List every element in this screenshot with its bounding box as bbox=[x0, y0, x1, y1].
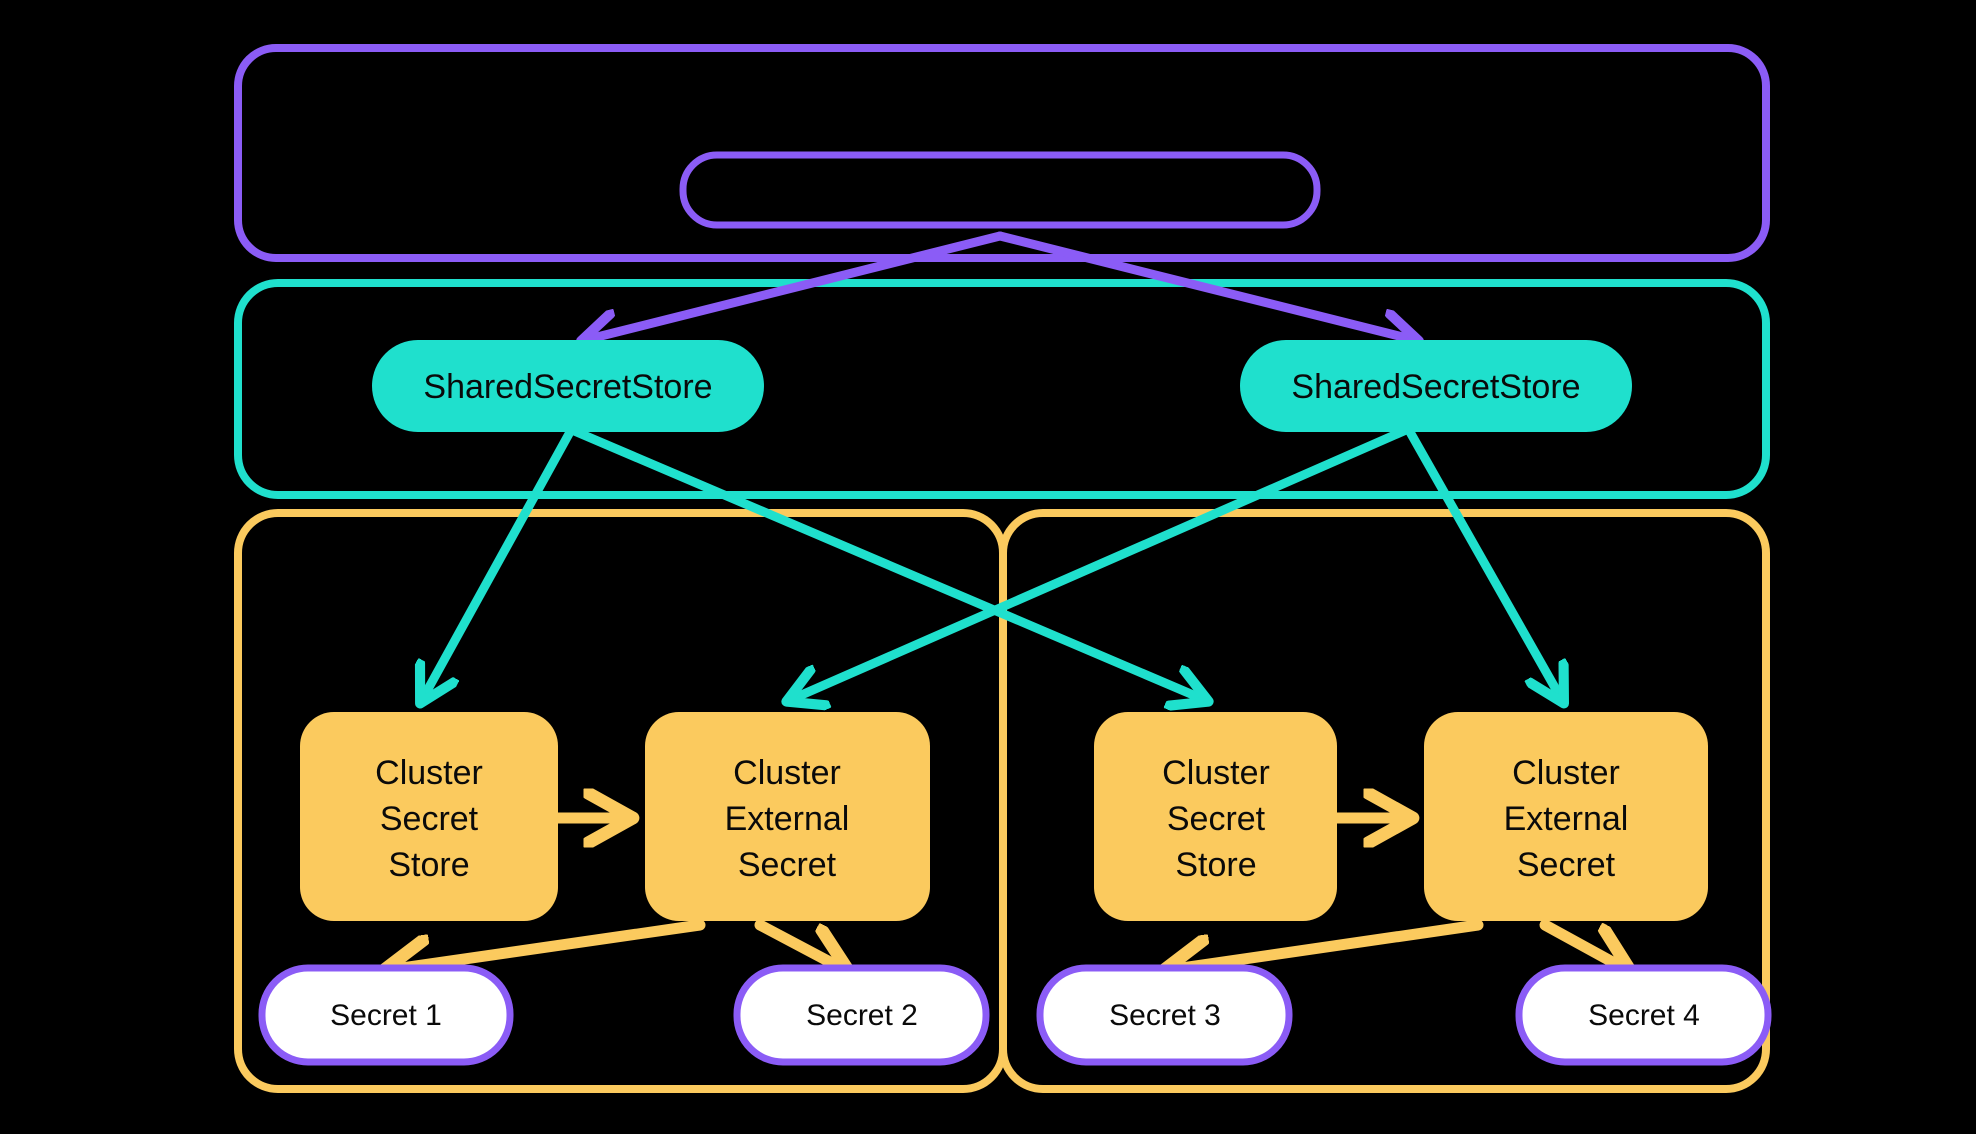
edge-sssleft-to-css-right bbox=[567, 425, 1205, 700]
shared-secret-store-left[interactable]: SharedSecretStore bbox=[372, 340, 764, 432]
edge-sssleft-to-css-left bbox=[422, 427, 575, 700]
secret-1-pill[interactable] bbox=[258, 964, 514, 1066]
css-left-box[interactable] bbox=[300, 712, 558, 921]
secret-3-label: Secret 3 bbox=[1109, 999, 1221, 1032]
sss-right-label: SharedSecretStore bbox=[1291, 368, 1580, 406]
secret-4-pill-group[interactable]: Secret 4 bbox=[1515, 964, 1772, 1066]
cluster-external-secret-left-card[interactable]: Cluster External Secret bbox=[645, 712, 930, 921]
cluster-secret-store-left-card[interactable]: Cluster Secret Store bbox=[300, 712, 558, 921]
shared-secret-store-right[interactable]: SharedSecretStore bbox=[1240, 340, 1632, 432]
secret-2-pill-group[interactable]: Secret 2 bbox=[733, 964, 990, 1066]
yellow-edges bbox=[388, 818, 1627, 970]
secret-3-pill-group[interactable]: Secret 3 bbox=[1036, 964, 1293, 1066]
css-left-line-1: Cluster bbox=[375, 754, 483, 792]
ces-left-line-2: External bbox=[725, 800, 850, 838]
cluster-secret-store-right-card[interactable]: Cluster Secret Store bbox=[1094, 712, 1337, 921]
ces-right-line-2: External bbox=[1504, 800, 1629, 838]
sss-right-pill[interactable] bbox=[1240, 340, 1632, 432]
secret-4-label: Secret 4 bbox=[1588, 999, 1700, 1032]
teal-container bbox=[234, 279, 1770, 499]
edge-cesright-to-secret4 bbox=[1539, 919, 1627, 970]
edge-purpleinner-to-sss-left bbox=[585, 231, 1005, 340]
ces-left-line-1: Cluster bbox=[733, 754, 841, 792]
css-left-line-2: Secret bbox=[380, 800, 479, 838]
ces-left-line-3: Secret bbox=[738, 846, 837, 884]
ces-right-box[interactable] bbox=[1424, 712, 1708, 921]
purple-inner-container bbox=[679, 151, 1321, 229]
secret-2-label: Secret 2 bbox=[806, 999, 918, 1032]
sss-left-pill[interactable] bbox=[372, 340, 764, 432]
secret-1-pill-group[interactable]: Secret 1 bbox=[258, 964, 514, 1066]
css-right-line-2: Secret bbox=[1167, 800, 1266, 838]
ces-right-line-3: Secret bbox=[1517, 846, 1616, 884]
container-group bbox=[234, 44, 1770, 1093]
secret-3-pill[interactable] bbox=[1036, 964, 1293, 1066]
secret-1-label: Secret 1 bbox=[330, 999, 442, 1032]
secret-4-pill[interactable] bbox=[1515, 964, 1772, 1066]
css-right-line-3: Store bbox=[1175, 846, 1256, 884]
edge-cesleft-to-secret1 bbox=[388, 919, 706, 970]
cluster-external-secret-right-card[interactable]: Cluster External Secret bbox=[1424, 712, 1708, 921]
edge-purpleinner-to-sss-right bbox=[995, 231, 1415, 340]
css-left-line-3: Store bbox=[388, 846, 469, 884]
ces-right-line-1: Cluster bbox=[1512, 754, 1620, 792]
purple-edges bbox=[585, 231, 1415, 340]
edge-cesright-to-secret3 bbox=[1168, 919, 1484, 970]
secret-2-pill[interactable] bbox=[733, 964, 990, 1066]
ces-left-box[interactable] bbox=[645, 712, 930, 921]
edge-cesleft-to-secret2 bbox=[754, 919, 845, 970]
purple-outer-container bbox=[234, 44, 1770, 262]
sss-left-label: SharedSecretStore bbox=[423, 368, 712, 406]
yellow-right-container bbox=[999, 509, 1770, 1093]
teal-edges bbox=[422, 425, 1562, 700]
edge-sssright-to-ces-right bbox=[1405, 427, 1562, 700]
css-right-box[interactable] bbox=[1094, 712, 1337, 921]
css-right-line-1: Cluster bbox=[1162, 754, 1270, 792]
edge-sssright-to-ces-left bbox=[790, 425, 1411, 700]
